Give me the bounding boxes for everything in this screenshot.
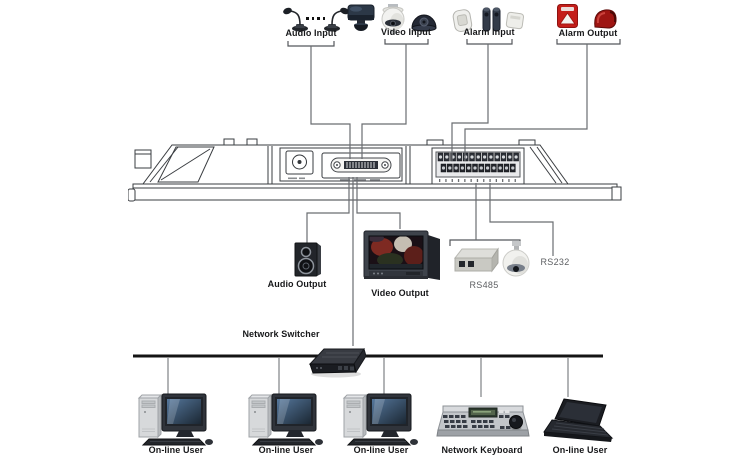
alarm-output-group	[556, 3, 579, 30]
video-input-group	[410, 11, 438, 33]
terminal-pin-marks	[439, 179, 516, 182]
dvr-top-tab	[518, 139, 536, 146]
online-user-laptop-label: On-line User	[552, 445, 608, 455]
audio-input-label: Audio Input	[285, 28, 337, 38]
dvr-left-bracket	[134, 149, 152, 169]
audio-output-device	[292, 241, 323, 278]
alarm-output-group	[592, 7, 619, 30]
dotted-continuation	[306, 17, 325, 20]
microphone-icon	[324, 7, 349, 32]
dvr-top-tab	[223, 138, 235, 146]
alarm-input-label: Alarm Input	[463, 27, 515, 37]
dvr-left-cap	[128, 188, 136, 202]
video-input-label: Video Input	[381, 27, 431, 37]
audio-input-group	[278, 4, 310, 32]
rs485-label: RS485	[469, 280, 499, 290]
video-output-device	[362, 227, 443, 284]
audio-input-bracket	[287, 41, 335, 47]
terminal-screws-bottom	[440, 163, 516, 173]
alarm-bell-icon	[557, 4, 578, 28]
video-input-group	[345, 3, 377, 35]
video-input-bracket	[384, 39, 429, 45]
dvr-right-cap	[611, 186, 622, 201]
beam-sensor-icon	[482, 7, 501, 32]
dc-power-jack	[285, 150, 314, 180]
siren-icon	[594, 9, 617, 29]
pir-sensor-icon	[452, 9, 473, 32]
rs485-converter	[452, 247, 501, 276]
online-user-2-label: On-line User	[258, 445, 314, 455]
online-user-1-device	[137, 392, 215, 448]
dvr-top-tab	[246, 138, 258, 146]
contact-sensor-icon	[505, 11, 525, 30]
dome-camera-icon	[411, 14, 437, 32]
network-switch-icon	[308, 347, 367, 378]
dvr-back-panel	[128, 138, 622, 202]
video-output-label: Video Output	[371, 288, 429, 298]
speed-dome-camera-icon	[502, 241, 530, 277]
desktop-computer-icon	[247, 393, 323, 446]
speaker-icon	[294, 242, 321, 277]
online-user-1-label: On-line User	[148, 445, 204, 455]
microphone-icon	[283, 7, 308, 32]
rs485-dome-camera	[499, 241, 533, 281]
ptz-camera-icon	[347, 4, 375, 31]
speed-dome-camera-icon	[381, 4, 405, 34]
online-user-3-label: On-line User	[353, 445, 409, 455]
desktop-computer-icon	[137, 393, 213, 446]
alarm-output-bracket	[556, 39, 621, 45]
alarm-input-group	[449, 7, 477, 34]
dvr-chassis	[132, 183, 618, 201]
alarm-input-bracket	[466, 39, 513, 45]
online-user-3-device	[342, 392, 420, 448]
audio-output-label: Audio Output	[267, 279, 327, 289]
rs232-label: RS232	[540, 257, 570, 267]
dvr-connector-panel	[279, 147, 403, 182]
audio-input-group	[322, 4, 354, 32]
alarm-output-label: Alarm Output	[558, 28, 618, 38]
video-input-group	[377, 4, 409, 36]
network-switcher-device	[308, 343, 368, 379]
network-keyboard-device	[435, 398, 530, 442]
network-keyboard-label: Network Keyboard	[441, 445, 523, 455]
alarm-input-group	[481, 5, 503, 34]
crt-monitor-icon	[363, 230, 440, 280]
desktop-computer-icon	[342, 393, 418, 446]
network-switcher-label: Network Switcher	[242, 329, 320, 339]
dvr-top-tab	[426, 139, 444, 146]
dvr-terminal-block	[431, 147, 525, 185]
online-user-laptop-device	[542, 398, 618, 446]
dvr-av-connector	[321, 152, 401, 181]
alarm-input-group	[504, 9, 527, 32]
control-keyboard-icon	[436, 405, 530, 437]
online-user-2-device	[247, 392, 325, 448]
converter-box-icon	[453, 247, 499, 273]
laptop-icon	[543, 398, 614, 442]
